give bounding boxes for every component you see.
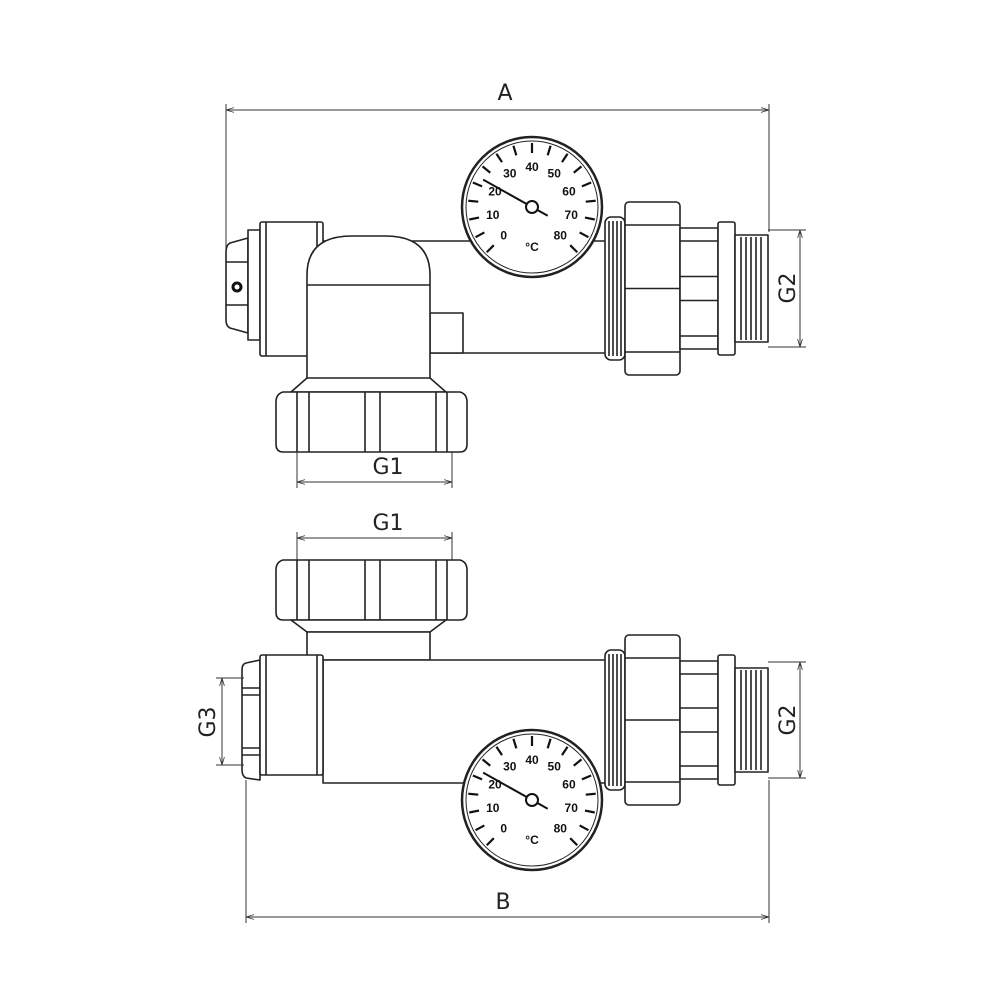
dimension-g1-label: G1 [372,455,403,480]
scale-label: 10 [486,801,500,815]
scale-tick [581,181,592,188]
flange [717,221,736,356]
dimension-g1-top: G1 [296,452,453,488]
scale-label: 30 [503,760,517,774]
scale-tick [475,231,485,239]
dimension-g2-top: G2 [768,229,806,348]
scale-label: 80 [554,228,568,242]
scale-tick [561,153,569,163]
dimension-a-label: A [497,81,512,106]
scale-tick [584,216,595,221]
dimension-g3: G3 [196,677,244,766]
scale-label: 40 [525,160,539,174]
scale-label: 70 [565,208,579,222]
scale-tick [573,165,583,174]
scale-tick [569,837,579,847]
scale-label: 60 [562,185,576,199]
scale-tick [472,181,483,188]
thread-left [604,216,626,361]
scale-tick [579,824,589,832]
scale-tick [546,145,552,156]
scale-tick [469,809,480,814]
scale-tick [495,153,503,163]
dimension-a: A [225,81,770,250]
scale-tick [585,792,596,796]
scale-label: 60 [562,778,576,792]
scale-tick [561,746,569,756]
dimension-g2-label: G2 [776,704,801,735]
scale-tick [481,165,491,174]
thread-left [604,649,626,791]
sleeve [679,660,719,780]
scale-tick [468,199,479,203]
sleeve [679,227,719,350]
scale-label: 70 [565,801,579,815]
dimension-g2-bottom: G2 [768,661,806,779]
scale-tick [573,758,583,767]
scale-tick [481,758,491,767]
left-cap [241,654,324,781]
scale-label: 50 [548,760,562,774]
scale-tick [485,837,495,847]
unit-label: °C [525,833,539,847]
needle-hub [525,793,539,807]
flange [717,654,736,786]
dimension-g1-bottom: G1 [296,511,453,562]
scale-tick [581,774,592,781]
scale-tick [579,231,589,239]
dimension-g3-label: G3 [196,706,221,737]
scale-tick [485,244,495,254]
thermometer-rim [465,733,599,867]
dimension-b-label: B [495,890,510,915]
scale-tick [584,809,595,814]
union-fitting [604,201,769,376]
scale-tick [475,824,485,832]
scale-tick [495,746,503,756]
scale-tick [585,199,596,203]
dimension-g2-label: G2 [776,272,801,303]
dimension-g1-label: G1 [372,511,403,536]
needle-hub [525,200,539,214]
elbow-outlet [275,235,468,453]
union-fitting [604,634,769,806]
scale-tick [569,244,579,254]
scale-tick [469,216,480,221]
scale-label: 80 [554,821,568,835]
dimension-b: B [245,780,770,923]
scale-label: 10 [486,208,500,222]
valve-tab [429,312,464,354]
scale-tick [546,738,552,749]
scale-tick [512,738,518,749]
inlet-nut [275,559,468,661]
scale-tick [468,792,479,796]
top-view: A [225,81,806,488]
scale-tick [512,145,518,156]
unit-label: °C [525,240,539,254]
scale-label: 0 [500,821,507,835]
scale-tick [472,774,483,781]
scale-label: 40 [525,753,539,767]
scale-label: 0 [500,228,507,242]
scale-label: 50 [548,167,562,181]
scale-label: 30 [503,167,517,181]
thermometer-rim [465,140,599,274]
